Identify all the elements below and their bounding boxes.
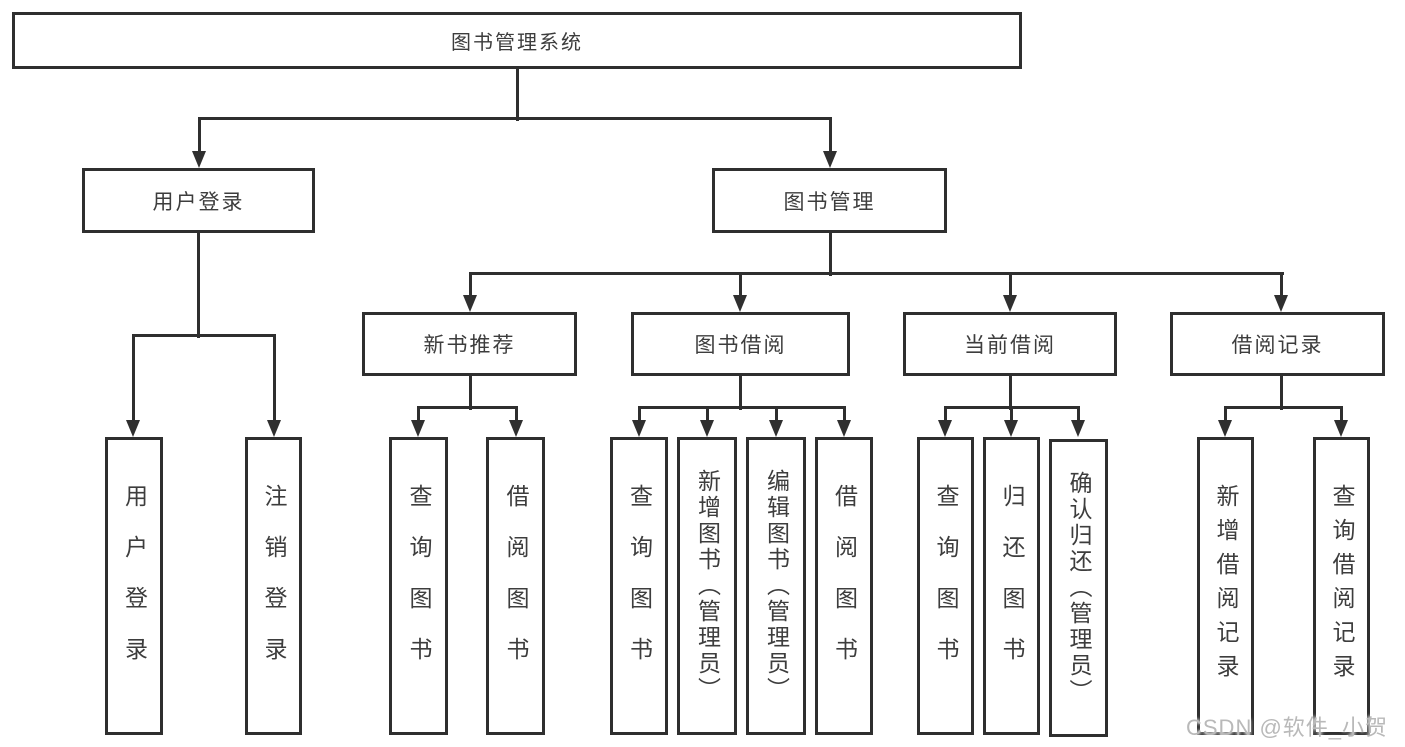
- connector-line: [843, 407, 846, 423]
- leaf-bb-query-books-label: 查询图书: [626, 484, 653, 688]
- leaf-nbr-query-books-label: 查询图书: [406, 484, 432, 688]
- arrow-down-icon: [509, 420, 523, 437]
- node-book-management-label: 图书管理: [783, 190, 876, 214]
- node-new-book-recommend: 新书推荐: [362, 312, 577, 376]
- connector-line: [469, 273, 472, 298]
- connector-line: [273, 335, 276, 423]
- connector-line: [132, 335, 135, 423]
- leaf-bb-borrow-books: 借阅图书: [815, 437, 873, 735]
- arrow-down-icon: [632, 420, 646, 437]
- connector-line: [197, 233, 200, 338]
- arrow-down-icon: [1218, 420, 1232, 437]
- connector-line: [829, 233, 832, 276]
- arrow-down-icon: [1004, 420, 1018, 437]
- leaf-cb-confirm-return-admin: 确认归还（管理员）: [1049, 439, 1108, 737]
- node-current-borrow: 当前借阅: [903, 312, 1117, 376]
- connector-line: [198, 117, 832, 120]
- leaf-logout: 注销登录: [245, 437, 302, 735]
- connector-line: [829, 118, 832, 154]
- arrow-down-icon: [938, 420, 952, 437]
- leaf-bb-edit-books-admin: 编辑图书（管理员）: [746, 437, 806, 735]
- leaf-nbr-borrow-books-label: 借阅图书: [503, 484, 529, 688]
- leaf-cb-return-books-label: 归还图书: [999, 484, 1025, 688]
- node-new-book-recommend-label: 新书推荐: [423, 334, 516, 357]
- connector-line: [1224, 406, 1343, 409]
- leaf-bb-edit-books-admin-label: 编辑图书（管理员）: [763, 469, 790, 703]
- connector-line: [706, 407, 709, 423]
- leaf-nbr-borrow-books: 借阅图书: [486, 437, 545, 735]
- connector-line: [638, 406, 846, 409]
- connector-line: [516, 69, 519, 121]
- node-user-login: 用户登录: [82, 168, 315, 233]
- connector-line: [739, 376, 742, 410]
- connector-line: [944, 407, 947, 423]
- arrow-down-icon: [837, 420, 851, 437]
- connector-line: [1009, 376, 1012, 410]
- node-book-borrow: 图书借阅: [631, 312, 850, 376]
- connector-line: [638, 407, 641, 423]
- arrow-down-icon: [411, 420, 425, 437]
- connector-line: [1077, 407, 1080, 423]
- connector-line: [417, 407, 420, 423]
- arrow-down-icon: [769, 420, 783, 437]
- connector-line: [1010, 407, 1013, 423]
- connector-line: [1340, 407, 1343, 423]
- arrow-down-icon: [823, 151, 837, 168]
- leaf-br-query-record-label: 查询借阅记录: [1329, 484, 1355, 688]
- connector-line: [1224, 407, 1227, 423]
- arrow-down-icon: [1003, 295, 1017, 312]
- leaf-bb-add-books-admin: 新增图书（管理员）: [677, 437, 737, 735]
- connector-line: [1009, 273, 1012, 298]
- connector-line: [132, 334, 276, 337]
- connector-line: [515, 407, 518, 423]
- arrow-down-icon: [192, 151, 206, 168]
- arrow-down-icon: [700, 420, 714, 437]
- node-borrow-record-label: 借阅记录: [1231, 334, 1324, 357]
- connector-line: [417, 406, 518, 409]
- csdn-watermark: CSDN @软件_小贺同学: [1186, 715, 1389, 740]
- node-user-login-label: 用户登录: [152, 190, 245, 214]
- leaf-cb-return-books: 归还图书: [983, 437, 1040, 735]
- leaf-br-add-record-label: 新增借阅记录: [1213, 484, 1239, 688]
- node-root: 图书管理系统: [12, 12, 1022, 69]
- leaf-cb-confirm-return-admin-label: 确认归还（管理员）: [1066, 471, 1092, 705]
- arrow-down-icon: [463, 295, 477, 312]
- node-current-borrow-label: 当前借阅: [964, 334, 1056, 357]
- connector-line: [1280, 273, 1283, 298]
- arrow-down-icon: [126, 420, 140, 437]
- connector-line: [944, 406, 1080, 409]
- leaf-user-login: 用户登录: [105, 437, 163, 735]
- arrow-down-icon: [1334, 420, 1348, 437]
- connector-line: [469, 272, 1284, 275]
- node-root-label: 图书管理系统: [451, 32, 583, 54]
- leaf-nbr-query-books: 查询图书: [389, 437, 448, 735]
- arrow-down-icon: [1071, 420, 1085, 437]
- node-book-borrow-label: 图书借阅: [694, 334, 787, 357]
- leaf-bb-add-books-admin-label: 新增图书（管理员）: [694, 469, 721, 703]
- arrow-down-icon: [267, 420, 281, 437]
- leaf-bb-borrow-books-label: 借阅图书: [831, 484, 858, 688]
- node-book-management: 图书管理: [712, 168, 947, 233]
- node-borrow-record: 借阅记录: [1170, 312, 1385, 376]
- arrow-down-icon: [1274, 295, 1288, 312]
- leaf-cb-query-books: 查询图书: [917, 437, 974, 735]
- leaf-br-query-record: 查询借阅记录: [1313, 437, 1370, 735]
- leaf-bb-query-books: 查询图书: [610, 437, 668, 735]
- connector-line: [469, 376, 472, 410]
- arrow-down-icon: [733, 295, 747, 312]
- leaf-user-login-label: 用户登录: [121, 484, 148, 688]
- leaf-br-add-record: 新增借阅记录: [1197, 437, 1254, 735]
- connector-line: [739, 273, 742, 298]
- leaf-logout-label: 注销登录: [261, 484, 287, 688]
- leaf-cb-query-books-label: 查询图书: [933, 484, 959, 688]
- connector-line: [775, 407, 778, 423]
- connector-line: [198, 118, 201, 154]
- connector-line: [1280, 376, 1283, 410]
